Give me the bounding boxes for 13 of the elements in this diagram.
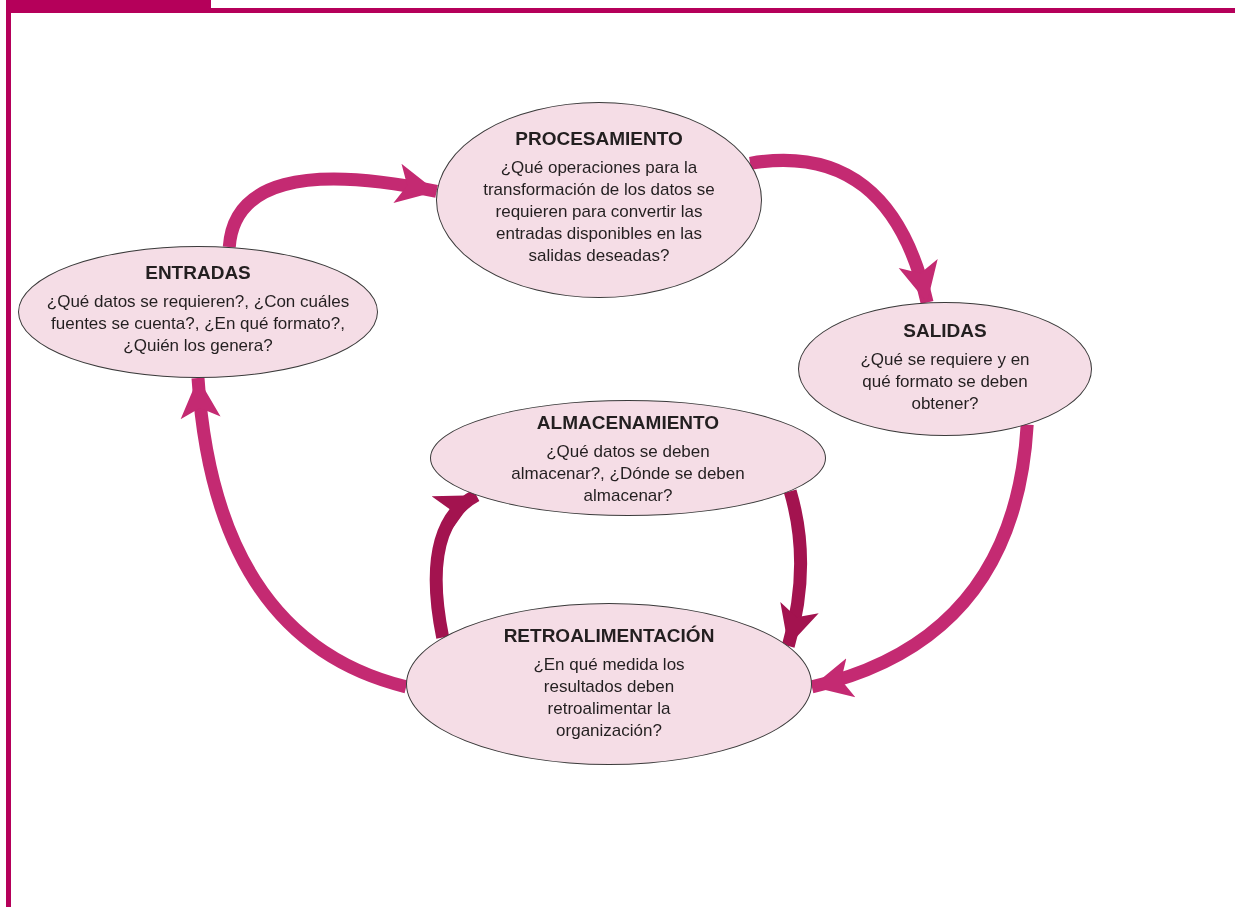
node-question: ¿Qué datos se requieren?, ¿Con cuáles fuentes se cuenta?, ¿En qué formato?, ¿Quién los genera? (45, 291, 351, 357)
node-heading: ALMACENAMIENTO (536, 411, 720, 435)
curved-arrow (181, 377, 408, 694)
node-heading: ENTRADAS (145, 261, 251, 285)
node-question: ¿Qué datos se deben almacenar?, ¿Dónde se deben almacenar? (510, 441, 746, 507)
node-question: ¿Qué operaciones para la transformación de los datos se requieren para convertir las entradas disponibles en las salidas deseadas? (482, 157, 716, 267)
node-heading: SALIDAS (903, 319, 987, 343)
node-heading: RETROALIMENTACIÓN (503, 624, 715, 648)
node-heading: PROCESAMIENTO (515, 127, 683, 151)
node-question: ¿En qué medida los resultados deben retroalimentar la organización? (532, 654, 686, 742)
curved-arrow (810, 423, 1034, 696)
curved-arrow (779, 489, 818, 648)
node-question: ¿Qué se requiere y en qué formato se deben obtener? (859, 349, 1031, 415)
